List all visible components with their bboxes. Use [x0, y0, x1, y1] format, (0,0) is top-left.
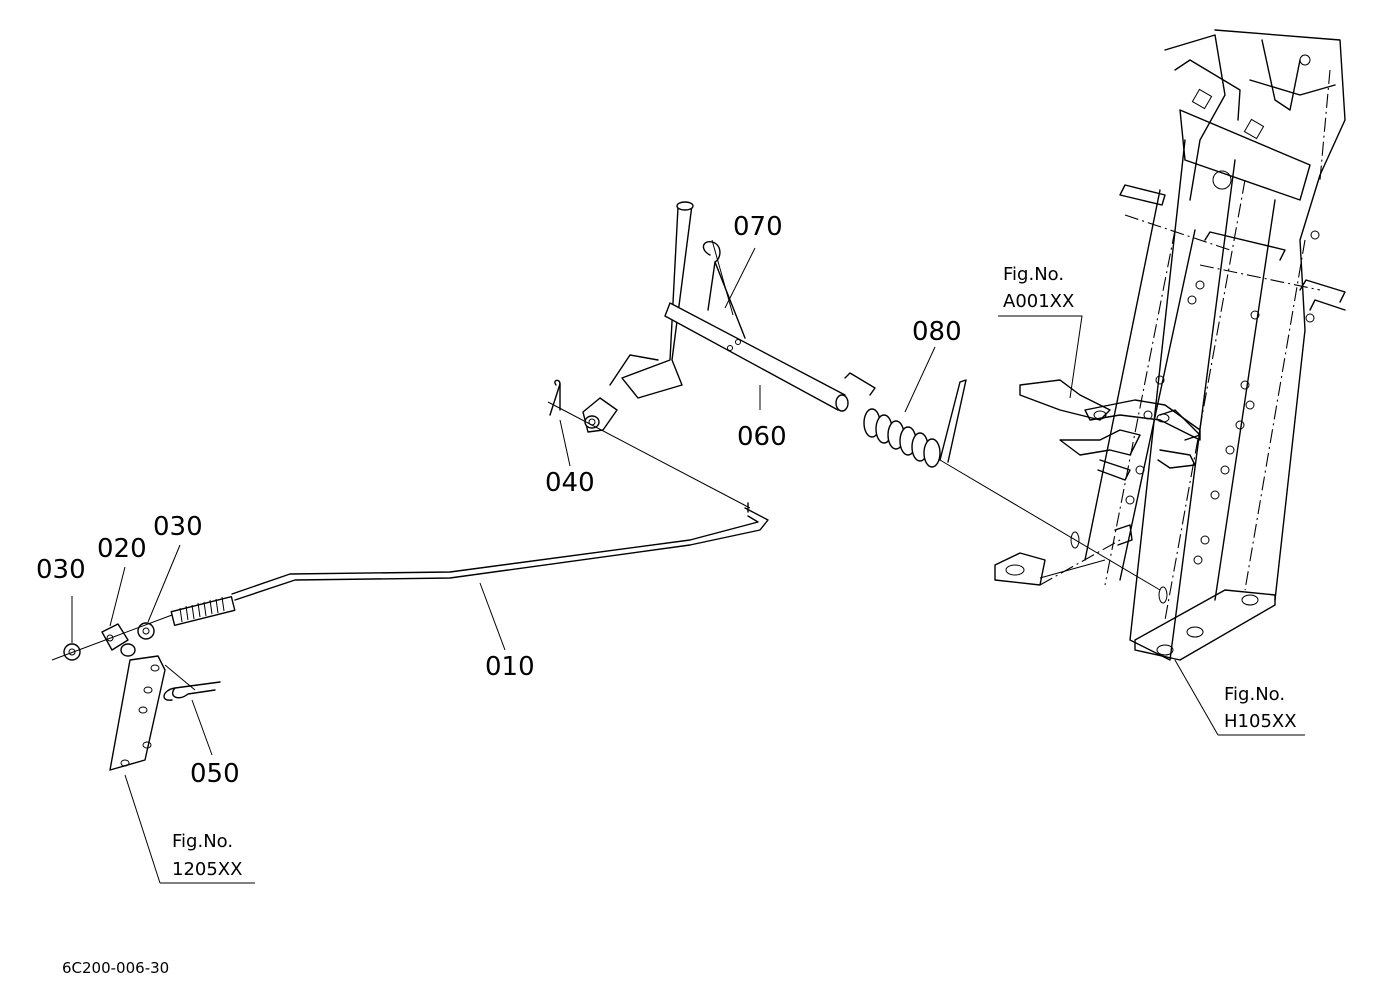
leader-lines: [71, 247, 1305, 884]
label-030-left: 030: [36, 555, 86, 585]
label-030-right: 030: [153, 512, 203, 542]
label-060: 060: [737, 422, 787, 452]
clip-pin-040: [549, 379, 561, 416]
fig-ref-h105-line2: H105XX: [1224, 711, 1297, 732]
chassis-frame: [994, 29, 1346, 661]
diagram-code: 6C200-006-30: [62, 959, 169, 977]
label-050: 050: [190, 759, 240, 789]
snap-pin-050: [163, 681, 221, 701]
label-040: 040: [545, 468, 595, 498]
spring-080: [844, 372, 967, 468]
fig-ref-1205-line2: 1205XX: [172, 859, 242, 880]
label-080: 080: [912, 317, 962, 347]
label-070: 070: [733, 212, 783, 242]
fig-ref-a001-line1: Fig.No.: [1003, 264, 1064, 285]
bracket-1205: [109, 655, 166, 771]
fig-ref-h105-line1: Fig.No.: [1224, 684, 1285, 705]
hair-pin-070: [702, 239, 746, 339]
rod-010: [170, 502, 769, 626]
fig-ref-1205-line1: Fig.No.: [172, 831, 233, 852]
pedal-shaft-060: [582, 201, 849, 433]
label-010: 010: [485, 652, 535, 682]
nut-030-b: [137, 622, 155, 640]
assembly-lines: [51, 401, 1161, 691]
label-020: 020: [97, 534, 147, 564]
joint-020: [101, 623, 136, 657]
fig-ref-a001-line2: A001XX: [1003, 291, 1074, 312]
